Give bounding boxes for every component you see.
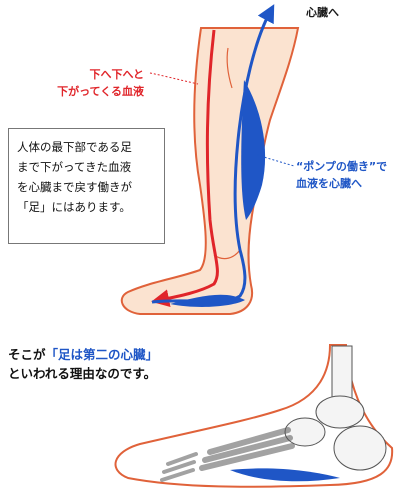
red-blood-label-line1: 下へ下へと [89,68,144,81]
red-blood-down-arrow [151,29,219,308]
note-line3: を心臓まで戻す働きが [17,180,132,194]
pump-label-line2: 血液を心臓へ [296,177,362,190]
heel-bone [333,425,387,471]
caption-prefix: そこが [8,347,46,362]
phalanx-bones [160,452,198,482]
caption-line2: といわれる理由なのです。 [8,366,157,381]
blue-blood-up-arrow [151,4,275,304]
heart-label: 心臓へ [306,6,339,19]
calf-muscle-shape [241,80,266,220]
pump-label: “ポンプの働き”で 血液を心臓へ [296,158,387,192]
tarsal-bone [284,417,326,447]
leg-illustration [120,4,300,315]
pump-label-line1: “ポンプの働き”で [296,160,388,173]
foot-outline [114,344,394,488]
red-blood-label-line2: 下がってくる血液 [57,85,144,98]
red-blood-label: 下へ下へと 下がってくる血液 [57,66,144,100]
metatarsal-bones [199,427,295,471]
caption-highlight: 「足は第二の心臓」 [45,347,159,362]
caption-line1: そこが「足は第二の心臓」 [8,345,158,364]
ankle-bone [315,395,365,429]
leg-shape [120,27,300,315]
blue-leader-line [256,154,295,167]
foot-arch-highlight [230,468,340,482]
red-leader-line [149,72,199,85]
caption: そこが「足は第二の心臓」 といわれる理由なのです。 [8,345,158,383]
knee-crease [226,47,233,89]
note-line1: 人体の最下部である足 [17,140,132,154]
explanation-box: 人体の最下部である足 まで下がってきた血液 を心臓まで戻す働きが 「足」にはあり… [8,128,165,244]
note-line2: まで下がってきた血液 [17,160,132,174]
note-line4: 「足」にはあります。 [17,200,131,214]
